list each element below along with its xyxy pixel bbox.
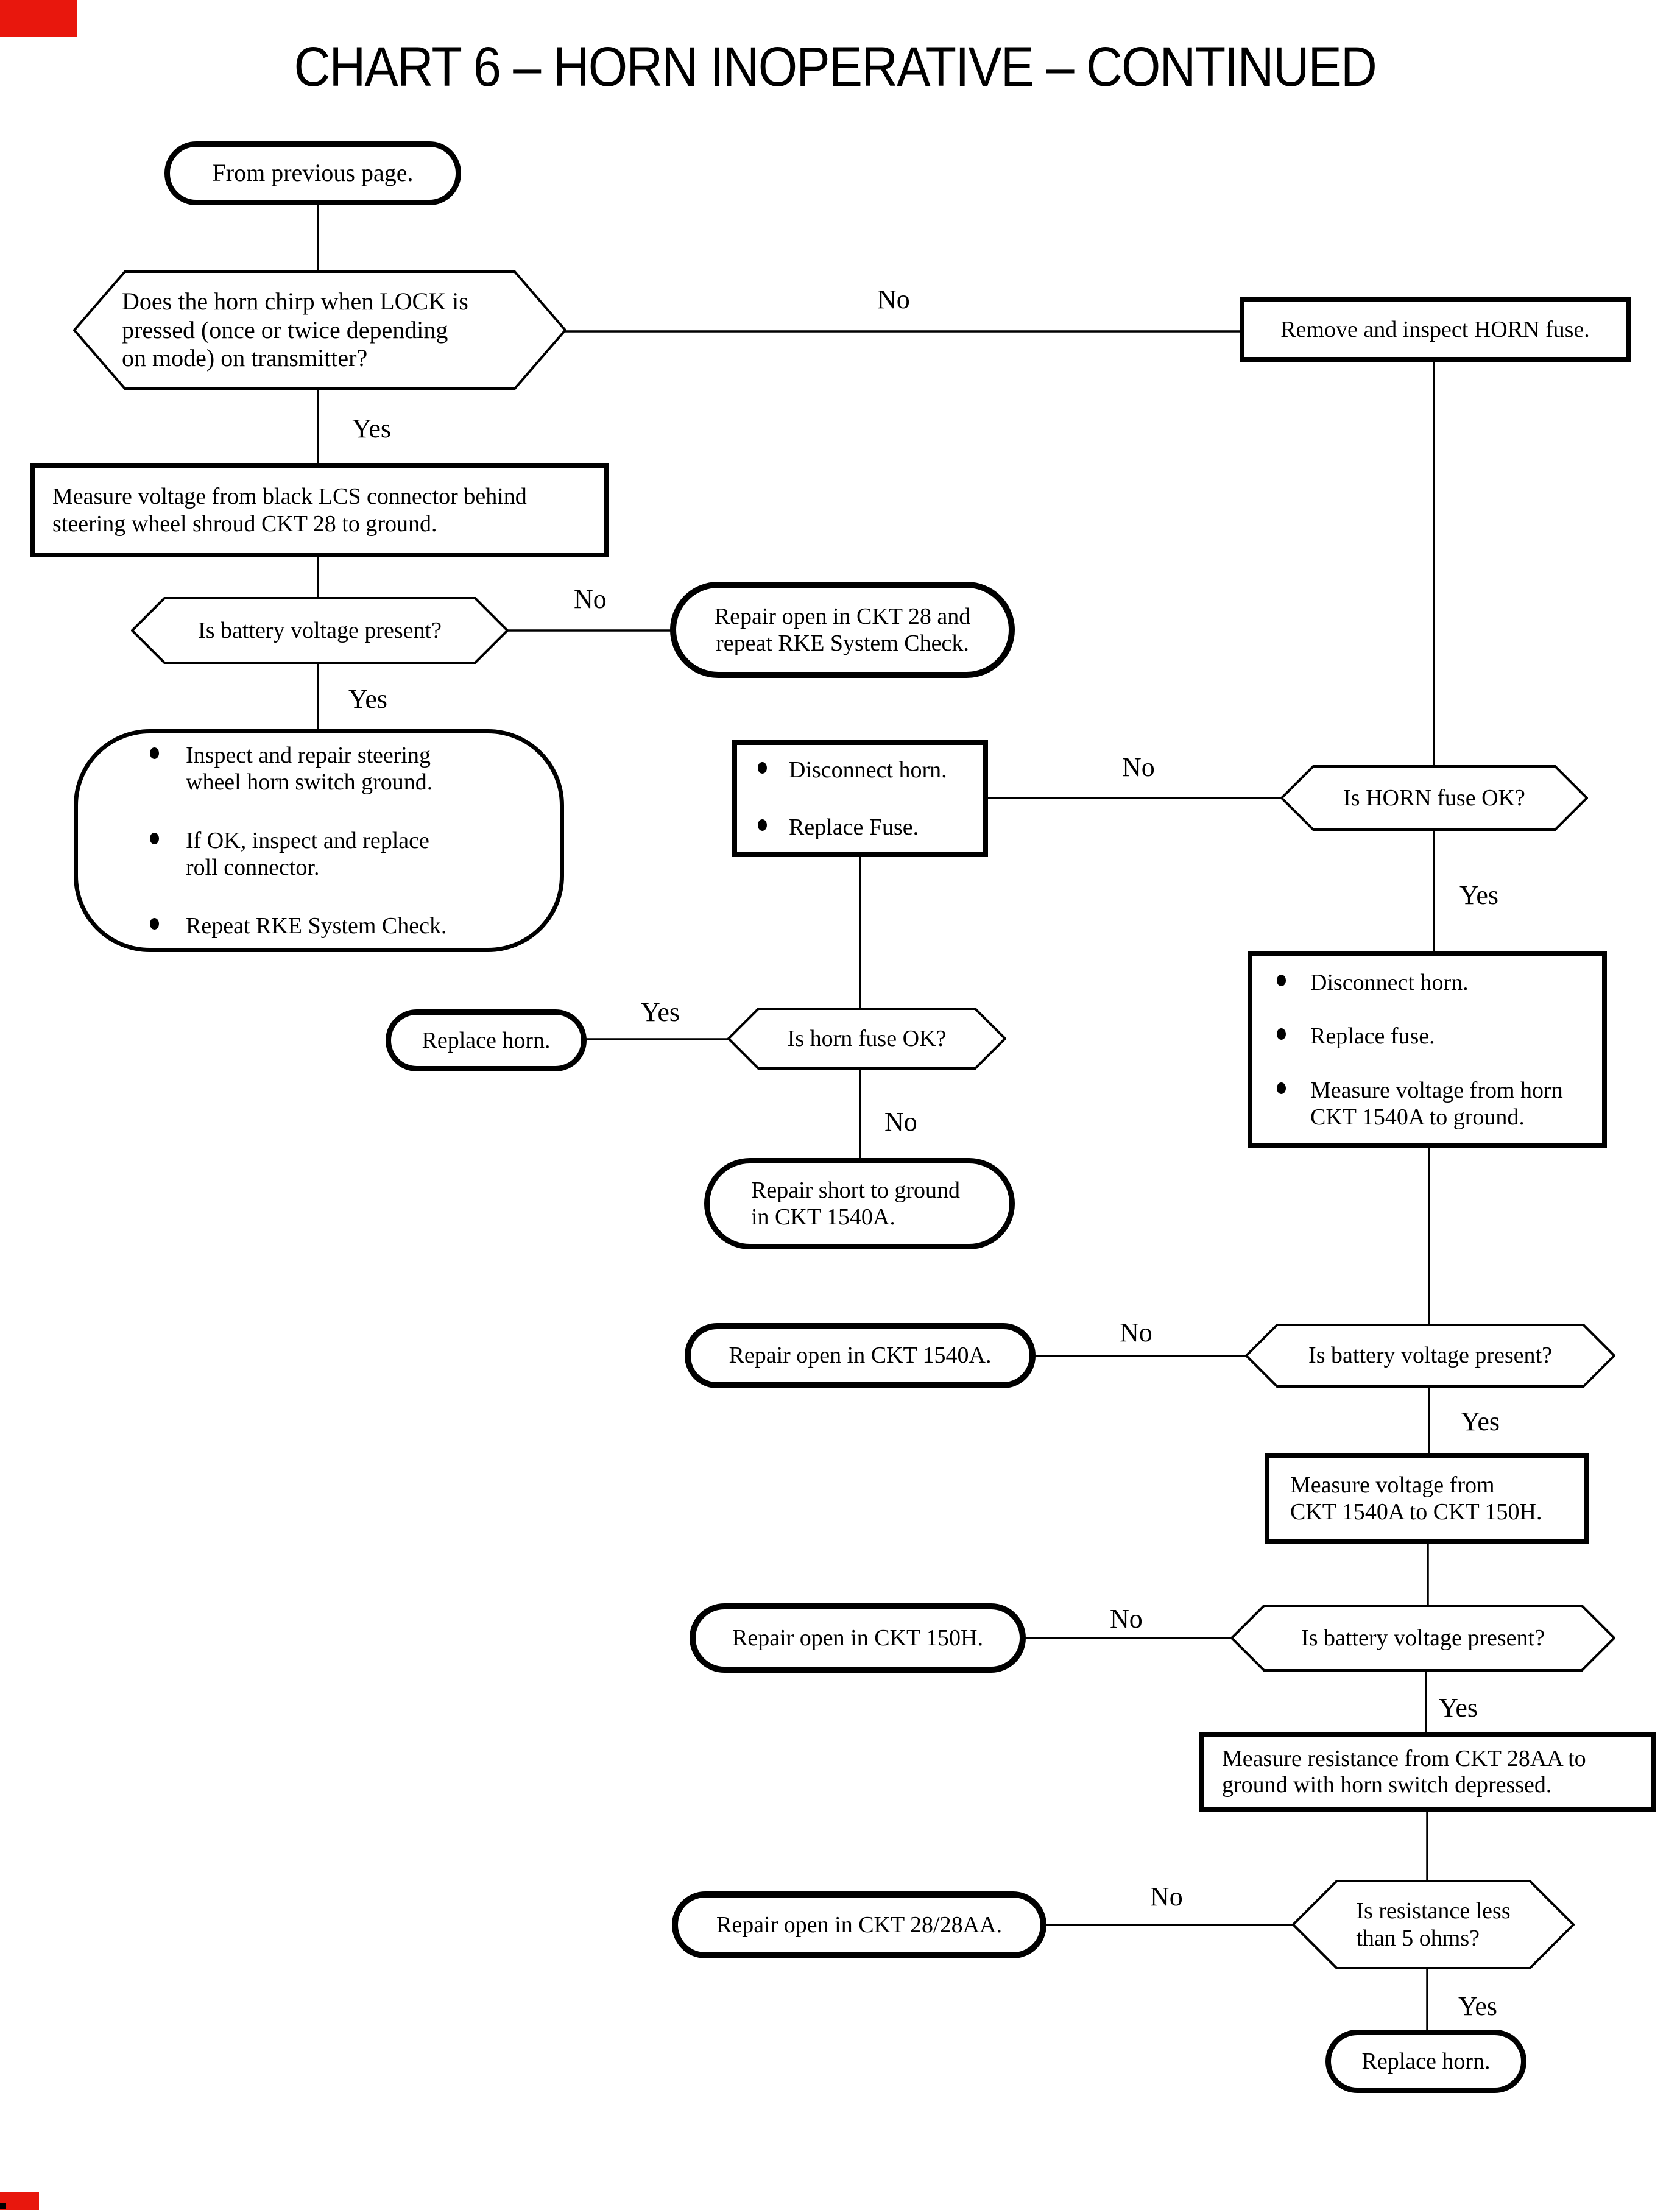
list-item-text: Measure voltage from horn CKT 1540A to g… xyxy=(1310,1077,1563,1130)
node-label: Is battery voltage present? xyxy=(198,617,442,643)
decision-horn-fuse-ok-2: Is horn fuse OK? xyxy=(727,1008,1006,1070)
node-label: Is HORN fuse OK? xyxy=(1343,785,1525,811)
node-label: Remove and inspect HORN fuse. xyxy=(1280,316,1590,342)
node-label: Measure resistance from CKT 28AA to grou… xyxy=(1222,1746,1586,1798)
bullet-icon xyxy=(1277,975,1286,987)
node-label: Measure voltage from CKT 1540A to CKT 15… xyxy=(1290,1472,1542,1525)
edge-label-yes: Yes xyxy=(1439,1693,1478,1723)
node-label: Is horn fuse OK? xyxy=(787,1025,947,1051)
process-remove-inspect-horn-fuse: Remove and inspect HORN fuse. xyxy=(1240,297,1631,362)
terminator-replace-horn-2: Replace horn. xyxy=(1325,2030,1526,2093)
bullet-icon xyxy=(150,832,159,844)
list-item-text: Replace fuse. xyxy=(1310,1023,1435,1050)
node-label: Is battery voltage present? xyxy=(1308,1343,1552,1369)
list-item-text: If OK, inspect and replace roll connecto… xyxy=(186,827,429,881)
node-label: Repair open in CKT 28 and repeat RKE Sys… xyxy=(714,603,971,656)
scan-artifact-bottom-left xyxy=(0,2192,39,2210)
decision-horn-fuse-ok: Is HORN fuse OK? xyxy=(1280,765,1588,831)
list-item: Replace Fuse. xyxy=(758,814,983,841)
edge-label-no: No xyxy=(877,284,910,314)
decision-resistance-5-ohms: Is resistance less than 5 ohms? xyxy=(1292,1880,1575,1969)
process-disconnect-horn-replace-fuse: Disconnect horn. Replace Fuse. xyxy=(732,740,988,857)
process-horn-circuit-steps: Disconnect horn. Replace fuse. Measure v… xyxy=(1248,951,1607,1148)
terminator-repair-open-ckt28: Repair open in CKT 28 and repeat RKE Sys… xyxy=(670,582,1015,678)
bullet-icon xyxy=(1277,1028,1286,1040)
list-item: Disconnect horn. xyxy=(758,757,983,783)
scan-artifact-top-left xyxy=(0,0,77,37)
terminator-repair-open-28-28aa: Repair open in CKT 28/28AA. xyxy=(672,1891,1046,1958)
node-label: Replace horn. xyxy=(422,1027,551,1053)
decision-battery-voltage-1: Is battery voltage present? xyxy=(131,597,509,664)
bullet-icon xyxy=(1277,1082,1286,1094)
node-label: Is battery voltage present? xyxy=(1301,1625,1545,1651)
node-label: Repair short to ground in CKT 1540A. xyxy=(751,1177,961,1230)
bullet-icon xyxy=(758,819,767,831)
node-label: Repair open in CKT 150H. xyxy=(732,1625,983,1651)
page-title: CHART 6 – HORN INOPERATIVE – CONTINUED xyxy=(294,36,1377,98)
list-item-text: Repeat RKE System Check. xyxy=(186,913,447,939)
terminator-replace-horn-1: Replace horn. xyxy=(386,1009,587,1071)
list-item-text: Disconnect horn. xyxy=(789,757,947,783)
node-label: Is resistance less than 5 ohms? xyxy=(1356,1898,1511,1951)
edge-label-yes: Yes xyxy=(1461,1407,1500,1436)
list-item-text: Inspect and repair steering wheel horn s… xyxy=(186,742,433,795)
edge-label-yes: Yes xyxy=(1459,880,1499,910)
list-item: Measure voltage from horn CKT 1540A to g… xyxy=(1277,1077,1602,1131)
list-item-text: Disconnect horn. xyxy=(1310,970,1469,996)
list-item: If OK, inspect and replace roll connecto… xyxy=(150,827,560,881)
node-label: Repair open in CKT 1540A. xyxy=(729,1343,992,1369)
bullet-icon xyxy=(150,918,159,930)
edge-label-no: No xyxy=(884,1107,917,1137)
list-item: Disconnect horn. xyxy=(1277,969,1602,996)
scan-artifact-dot xyxy=(0,2203,6,2209)
process-measure-resistance-28aa: Measure resistance from CKT 28AA to grou… xyxy=(1199,1732,1656,1812)
edge-label-no: No xyxy=(1122,752,1155,782)
list-item-text: Replace Fuse. xyxy=(789,814,919,840)
bullet-icon xyxy=(150,747,159,759)
edge-label-no: No xyxy=(574,584,607,614)
terminator-repair-open-150h: Repair open in CKT 150H. xyxy=(690,1603,1026,1673)
edge-label-yes: Yes xyxy=(1458,1991,1498,2021)
bullet-icon xyxy=(758,761,767,774)
terminator-repair-open-1540a: Repair open in CKT 1540A. xyxy=(685,1323,1036,1388)
edge-label-no: No xyxy=(1110,1604,1143,1634)
process-measure-1540a-150h: Measure voltage from CKT 1540A to CKT 15… xyxy=(1265,1453,1589,1544)
decision-battery-voltage-2: Is battery voltage present? xyxy=(1245,1324,1615,1388)
decision-horn-chirp: Does the horn chirp when LOCK is pressed… xyxy=(73,270,566,390)
list-item: Repeat RKE System Check. xyxy=(150,913,560,939)
node-label: Does the horn chirp when LOCK is pressed… xyxy=(122,288,468,372)
terminator-repair-short-1540a: Repair short to ground in CKT 1540A. xyxy=(704,1158,1015,1249)
list-item: Inspect and repair steering wheel horn s… xyxy=(150,742,560,796)
edge-label-no: No xyxy=(1150,1882,1183,1912)
decision-battery-voltage-3: Is battery voltage present? xyxy=(1230,1605,1615,1672)
node-label: From previous page. xyxy=(212,159,414,187)
node-label: Measure voltage from black LCS connector… xyxy=(52,484,527,537)
edge-label-yes: Yes xyxy=(348,684,388,714)
terminator-from-previous-page: From previous page. xyxy=(164,141,461,205)
list-item: Replace fuse. xyxy=(1277,1023,1602,1050)
node-label: Repair open in CKT 28/28AA. xyxy=(716,1912,1002,1938)
process-measure-voltage-lcs: Measure voltage from black LCS connector… xyxy=(30,463,609,557)
node-label: Replace horn. xyxy=(1361,2048,1491,2074)
edge-label-no: No xyxy=(1120,1318,1152,1347)
edge-label-yes: Yes xyxy=(352,414,392,443)
terminator-steering-wheel-steps: Inspect and repair steering wheel horn s… xyxy=(74,729,564,952)
edge-label-yes: Yes xyxy=(641,997,680,1027)
